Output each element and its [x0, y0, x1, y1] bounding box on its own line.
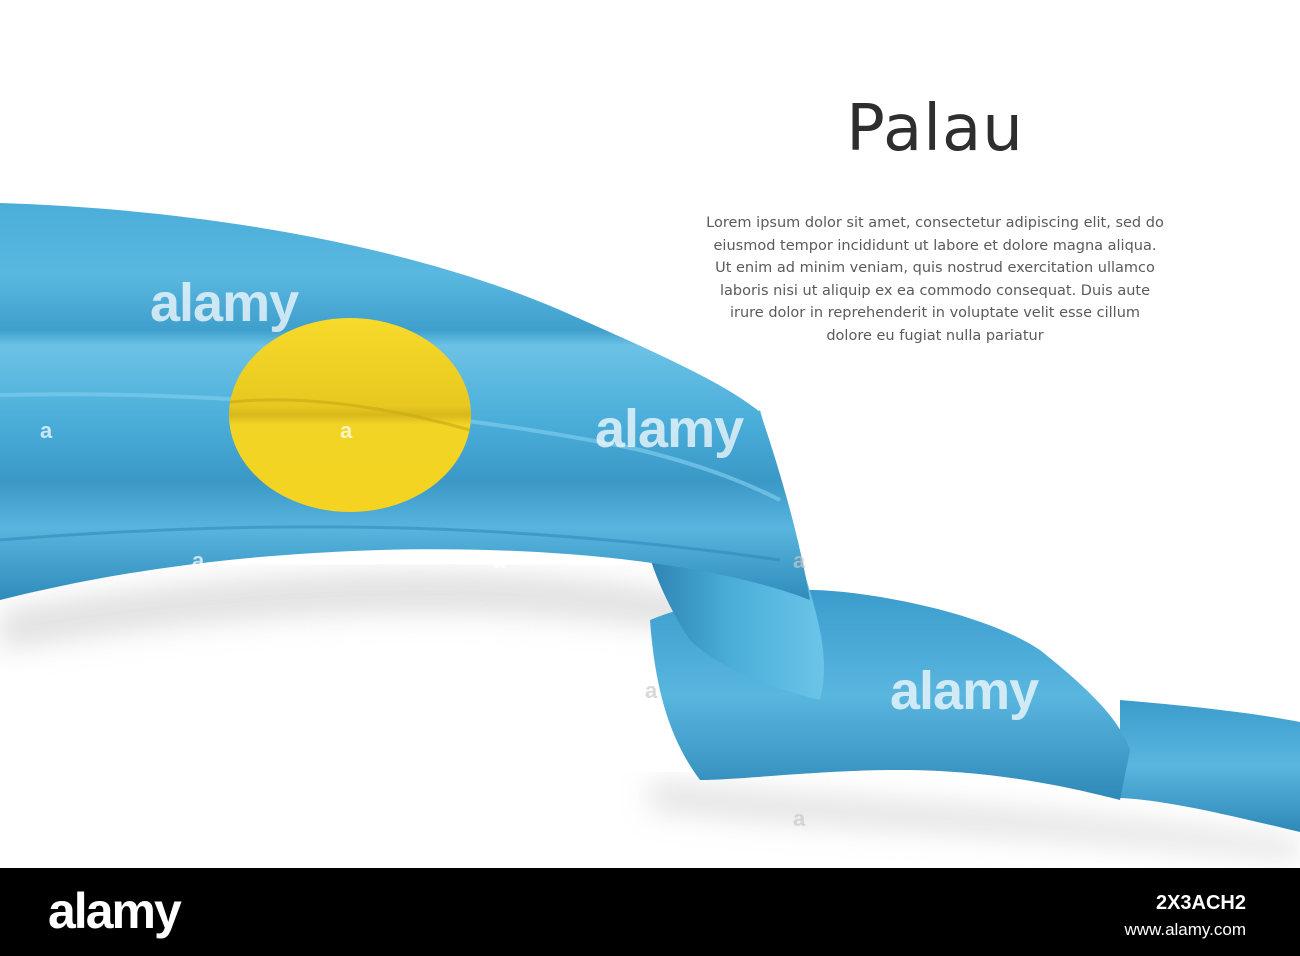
paragraph-line: laboris nisi ut aliquip ex ea commodo co… [719, 282, 1151, 299]
palau-sun-disc [229, 318, 471, 512]
watermark-logo: alamy [595, 399, 744, 459]
placeholder-paragraph: Lorem ipsum dolor sit amet, consectetur … [680, 212, 1190, 347]
watermark-logo: alamy [150, 273, 299, 333]
watermark-letter: a [40, 418, 53, 443]
paragraph-line: irure dolor in reprehenderit in voluptat… [729, 305, 1141, 321]
watermark-letter: a [793, 806, 806, 831]
site-url[interactable]: www.alamy.com [1124, 920, 1246, 939]
paragraph-line: eiusmod tempor incididunt ut labore et d… [713, 237, 1157, 254]
watermark-letter: a [493, 548, 506, 573]
paragraph-line: Lorem ipsum dolor sit amet, consectetur … [706, 215, 1164, 231]
watermark-letter: a [340, 418, 353, 443]
watermark-letter: a [192, 548, 205, 573]
paragraph-line: dolore eu fugiat nulla pariatur [826, 327, 1044, 344]
page-title: Palau [846, 92, 1024, 166]
image-id: 2X3ACH2 [1155, 892, 1246, 914]
footer-bar: alamy 2X3ACH2 www.alamy.com [0, 868, 1300, 956]
watermark-letter: a [1093, 676, 1106, 701]
palau-flag-ribbon [0, 203, 1300, 860]
banner-canvas: Palau Lorem ipsum dolor sit amet, consec… [0, 92, 1300, 860]
watermark-logo: alamy [890, 661, 1039, 721]
watermark-letter: a [793, 548, 806, 573]
alamy-logo[interactable]: alamy [48, 883, 182, 939]
paragraph-line: Ut enim ad minim veniam, quis nostrud ex… [715, 260, 1155, 276]
watermark-letter: a [645, 678, 658, 703]
